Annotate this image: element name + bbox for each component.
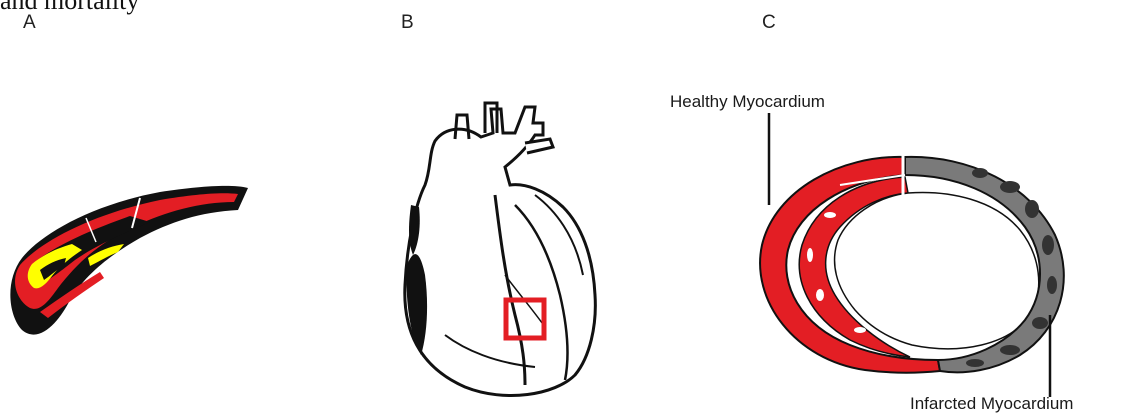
cut-off-header-text: and mortality [0, 0, 139, 16]
ventricle-cavity [835, 192, 1039, 348]
infarcted-myocardium-label: Infarcted Myocardium [910, 394, 1073, 414]
panel-label-c: C [762, 12, 776, 34]
panel-label-a: A [23, 12, 36, 34]
healthy-myocardium-label: Healthy Myocardium [670, 92, 825, 112]
heart-illustration [385, 95, 615, 395]
myocardium-ring-illustration [740, 145, 1080, 405]
aortic-branch [525, 139, 553, 153]
artery-plaque-illustration [0, 180, 260, 380]
panel-label-b: B [401, 12, 414, 34]
